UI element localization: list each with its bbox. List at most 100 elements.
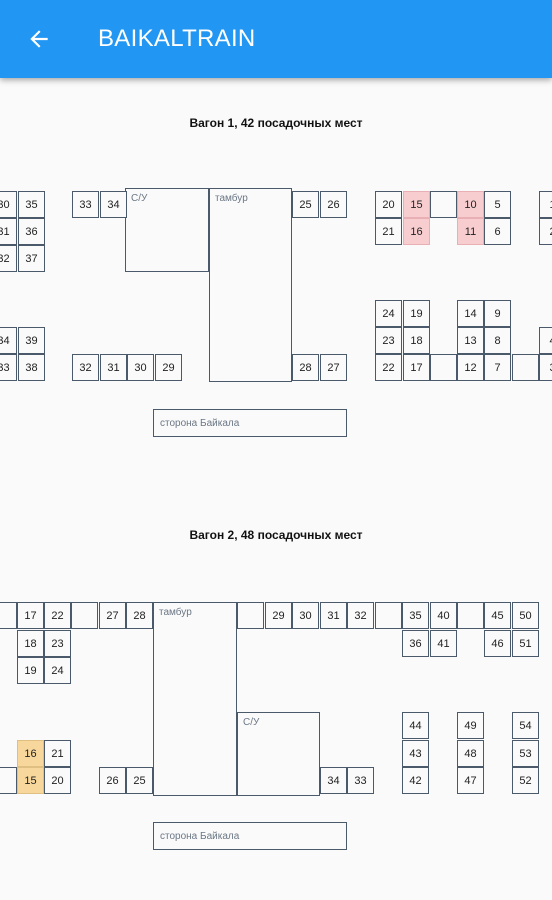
seat-21[interactable]: 21 bbox=[375, 218, 402, 245]
seat-25[interactable]: 25 bbox=[292, 191, 319, 218]
seat-37[interactable]: 37 bbox=[18, 245, 45, 272]
seat-36[interactable]: 36 bbox=[402, 630, 429, 657]
seat-38[interactable]: 38 bbox=[18, 354, 45, 381]
seat-30[interactable]: 30 bbox=[127, 354, 154, 381]
seat-26[interactable]: 26 bbox=[99, 767, 126, 794]
seat-20[interactable]: 20 bbox=[44, 767, 71, 794]
seat-27[interactable]: 27 bbox=[320, 354, 347, 381]
seat-22[interactable]: 22 bbox=[375, 354, 402, 381]
seat-28[interactable]: 28 bbox=[292, 354, 319, 381]
seat-35[interactable]: 35 bbox=[402, 602, 429, 629]
arrow-left-icon bbox=[30, 30, 48, 48]
seat-9[interactable]: 9 bbox=[484, 300, 511, 327]
seat-16[interactable]: 16 bbox=[403, 218, 430, 245]
seat-43[interactable]: 43 bbox=[402, 740, 429, 767]
seat-29[interactable]: 29 bbox=[155, 354, 182, 381]
app-title: BAIKALTRAIN bbox=[98, 25, 256, 52]
seat-24[interactable]: 24 bbox=[375, 300, 402, 327]
seat-32[interactable]: 32 bbox=[0, 245, 17, 272]
seat-36[interactable]: 36 bbox=[18, 218, 45, 245]
toilet-area: С/У bbox=[237, 712, 320, 796]
seat-22[interactable]: 22 bbox=[44, 602, 71, 629]
seat-51[interactable]: 51 bbox=[512, 630, 539, 657]
seat-30[interactable]: 30 bbox=[292, 602, 319, 629]
seat-47[interactable]: 47 bbox=[457, 767, 484, 794]
seat-53[interactable]: 53 bbox=[512, 740, 539, 767]
baikal-side-label: сторона Байкала bbox=[153, 409, 347, 437]
seat-empty bbox=[0, 767, 17, 794]
seat-18[interactable]: 18 bbox=[17, 630, 44, 657]
seat-25[interactable]: 25 bbox=[126, 767, 153, 794]
seat-empty bbox=[237, 602, 264, 629]
seat-35[interactable]: 35 bbox=[18, 191, 45, 218]
seat-10[interactable]: 10 bbox=[457, 191, 484, 218]
seat-40[interactable]: 40 bbox=[430, 602, 457, 629]
seat-empty bbox=[71, 602, 98, 629]
seat-23[interactable]: 23 bbox=[375, 327, 402, 354]
seat-33[interactable]: 33 bbox=[347, 767, 374, 794]
seat-26[interactable]: 26 bbox=[320, 191, 347, 218]
seat-1[interactable]: 1 bbox=[539, 191, 552, 218]
seat-19[interactable]: 19 bbox=[17, 657, 44, 684]
seat-34[interactable]: 34 bbox=[100, 191, 127, 218]
seat-31[interactable]: 31 bbox=[320, 602, 347, 629]
seat-18[interactable]: 18 bbox=[403, 327, 430, 354]
seat-48[interactable]: 48 bbox=[457, 740, 484, 767]
seat-46[interactable]: 46 bbox=[484, 630, 511, 657]
seat-empty bbox=[430, 191, 457, 218]
seat-15[interactable]: 15 bbox=[17, 767, 44, 794]
seat-41[interactable]: 41 bbox=[430, 630, 457, 657]
vestibule-area: тамбур bbox=[209, 188, 292, 382]
seat-5[interactable]: 5 bbox=[484, 191, 511, 218]
seat-12[interactable]: 12 bbox=[457, 354, 484, 381]
seat-39[interactable]: 39 bbox=[18, 327, 45, 354]
app-bar: BAIKALTRAIN bbox=[0, 0, 552, 78]
seat-34[interactable]: 34 bbox=[0, 327, 17, 354]
seat-34[interactable]: 34 bbox=[320, 767, 347, 794]
seat-empty bbox=[430, 354, 457, 381]
toilet-area: С/У bbox=[125, 188, 209, 272]
seat-50[interactable]: 50 bbox=[512, 602, 539, 629]
seat-6[interactable]: 6 bbox=[484, 218, 511, 245]
seat-30[interactable]: 30 bbox=[0, 191, 17, 218]
seat-19[interactable]: 19 bbox=[403, 300, 430, 327]
seat-33[interactable]: 33 bbox=[0, 354, 17, 381]
seat-20[interactable]: 20 bbox=[375, 191, 402, 218]
seat-15[interactable]: 15 bbox=[403, 191, 430, 218]
seat-33[interactable]: 33 bbox=[72, 191, 99, 218]
seat-7[interactable]: 7 bbox=[484, 354, 511, 381]
seat-52[interactable]: 52 bbox=[512, 767, 539, 794]
seat-14[interactable]: 14 bbox=[457, 300, 484, 327]
seat-empty bbox=[0, 602, 17, 629]
seat-23[interactable]: 23 bbox=[44, 630, 71, 657]
seat-54[interactable]: 54 bbox=[512, 712, 539, 739]
seat-17[interactable]: 17 bbox=[17, 602, 44, 629]
seat-11[interactable]: 11 bbox=[457, 218, 484, 245]
seat-4[interactable]: 4 bbox=[539, 327, 552, 354]
seat-17[interactable]: 17 bbox=[403, 354, 430, 381]
baikal-side-label: сторона Байкала bbox=[153, 822, 347, 850]
seat-32[interactable]: 32 bbox=[72, 354, 99, 381]
seat-empty bbox=[375, 602, 402, 629]
seat-28[interactable]: 28 bbox=[126, 602, 153, 629]
seat-49[interactable]: 49 bbox=[457, 712, 484, 739]
seat-8[interactable]: 8 bbox=[484, 327, 511, 354]
seat-2[interactable]: 2 bbox=[539, 218, 552, 245]
seat-empty bbox=[457, 602, 484, 629]
seat-29[interactable]: 29 bbox=[265, 602, 292, 629]
seat-27[interactable]: 27 bbox=[99, 602, 126, 629]
seat-45[interactable]: 45 bbox=[484, 602, 511, 629]
seat-16[interactable]: 16 bbox=[17, 740, 44, 767]
seat-32[interactable]: 32 bbox=[347, 602, 374, 629]
seat-44[interactable]: 44 bbox=[402, 712, 429, 739]
seat-21[interactable]: 21 bbox=[44, 740, 71, 767]
seat-31[interactable]: 31 bbox=[100, 354, 127, 381]
seat-13[interactable]: 13 bbox=[457, 327, 484, 354]
back-button[interactable] bbox=[22, 22, 56, 56]
seat-42[interactable]: 42 bbox=[402, 767, 429, 794]
seat-24[interactable]: 24 bbox=[44, 657, 71, 684]
seat-31[interactable]: 31 bbox=[0, 218, 17, 245]
vestibule-area: тамбур bbox=[153, 602, 237, 796]
seat-3[interactable]: 3 bbox=[539, 354, 552, 381]
